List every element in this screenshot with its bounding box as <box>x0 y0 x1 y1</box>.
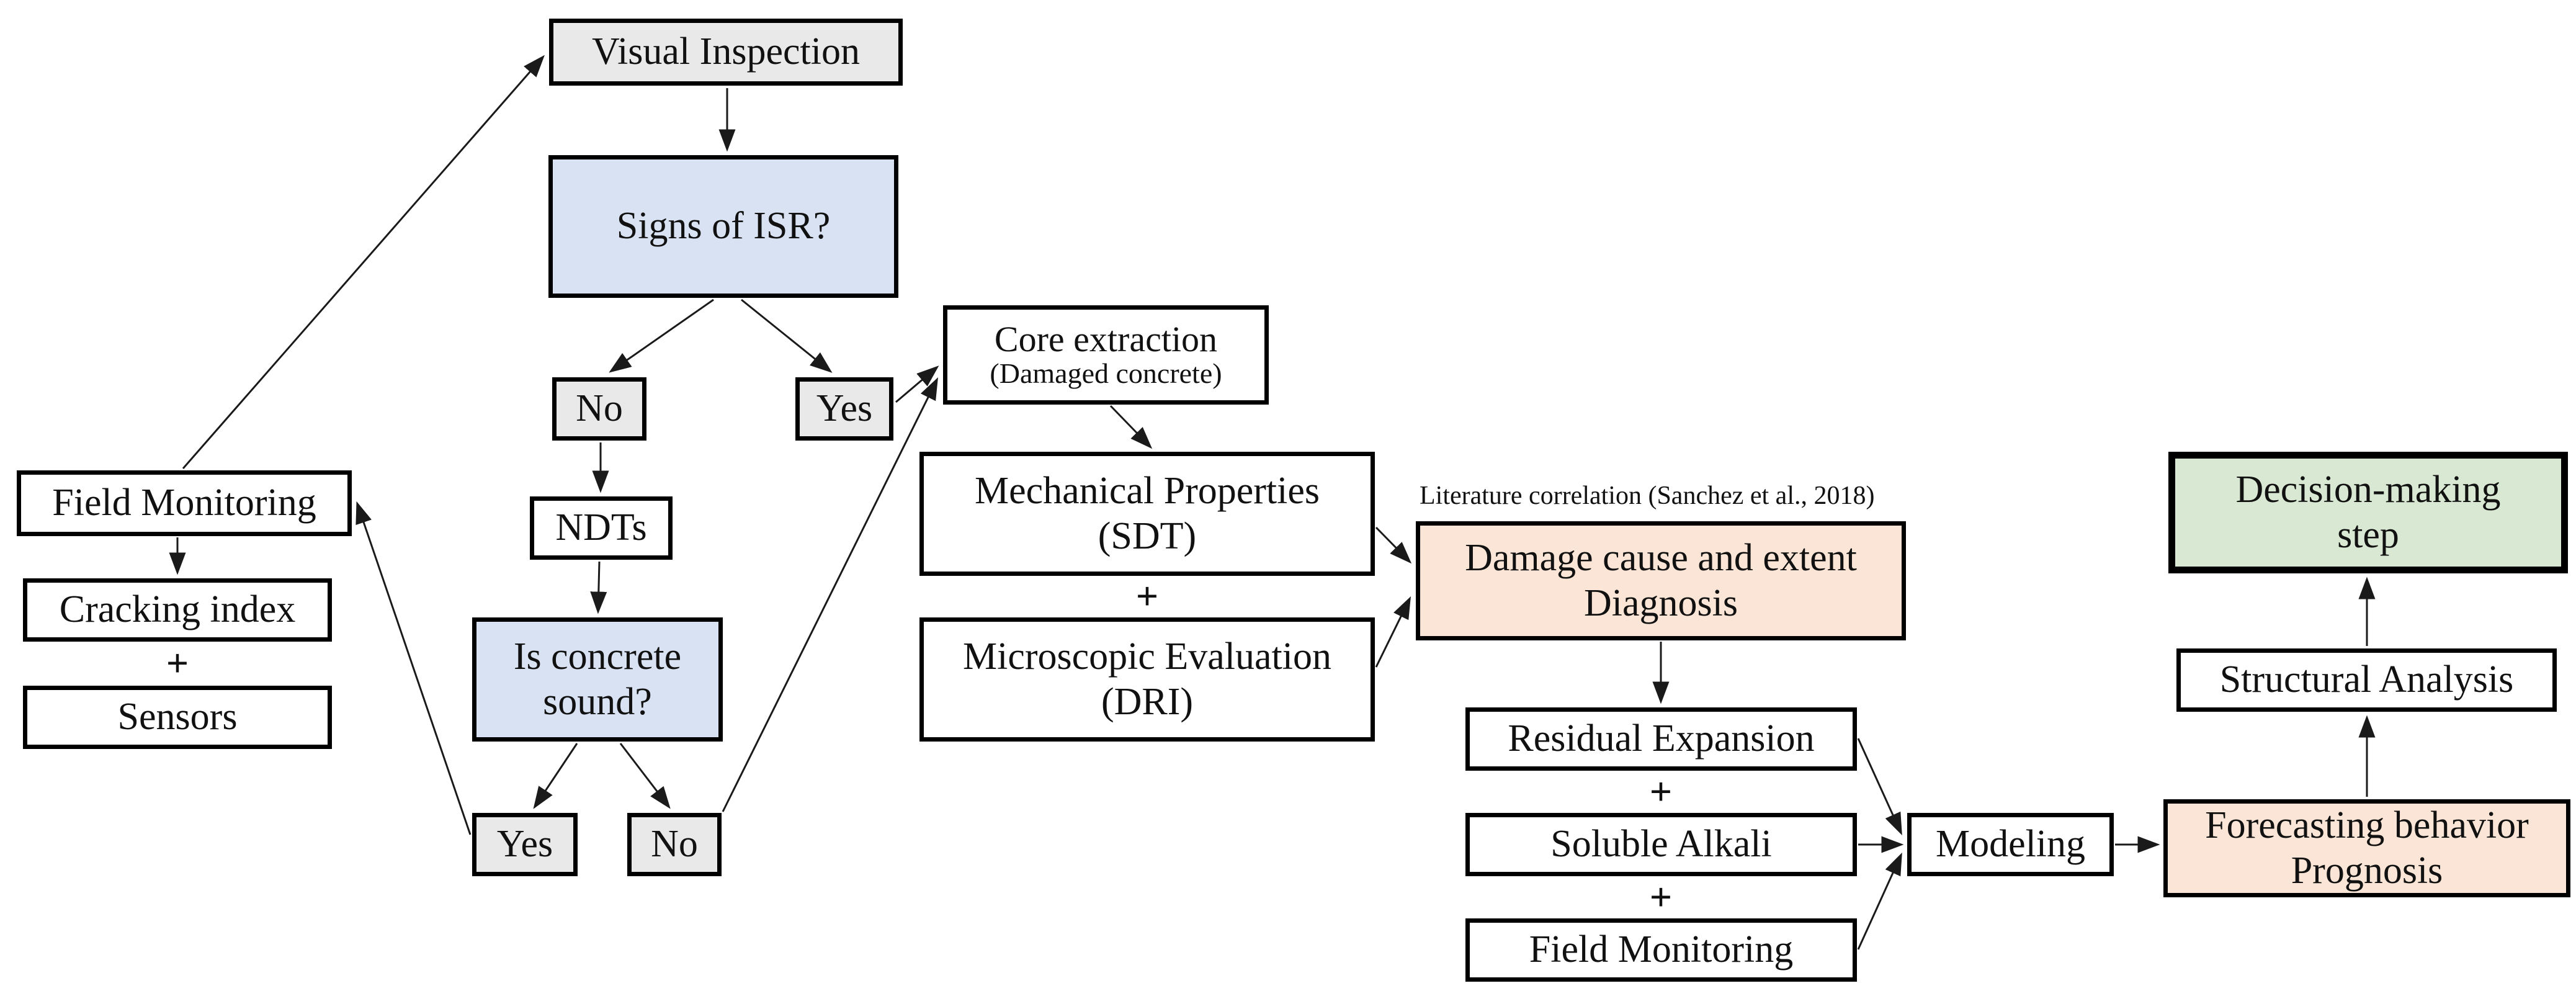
core-extraction-subtitle: (Damaged concrete) <box>990 357 1222 390</box>
yes-branch-box-2: Yes <box>472 813 578 876</box>
forecasting-prognosis-box: Forecasting behavior Prognosis <box>2163 799 2570 897</box>
decision-making-line1: Decision-making <box>2235 468 2501 511</box>
no-branch-box-1: No <box>552 377 646 441</box>
structural-analysis-box: Structural Analysis <box>2176 648 2557 712</box>
residual-expansion-box: Residual Expansion <box>1465 707 1857 771</box>
plus-sign: + <box>1649 769 1673 814</box>
visual-inspection-box: Visual Inspection <box>549 19 903 86</box>
mechanical-properties-box: Mechanical Properties (SDT) <box>919 452 1375 576</box>
is-concrete-sound-decision-box: Is concrete sound? <box>472 617 723 742</box>
plus-sign: + <box>1649 875 1673 919</box>
literature-correlation-note: Literature correlation (Sanchez et al., … <box>1420 482 1875 510</box>
field-monitoring-box: Field Monitoring <box>17 470 352 536</box>
cracking-index-box: Cracking index <box>23 578 332 642</box>
forecasting-prognosis-line2: Prognosis <box>2291 850 2443 892</box>
microscopic-evaluation-line1: Microscopic Evaluation <box>963 635 1331 678</box>
forecasting-prognosis-line1: Forecasting behavior <box>2205 804 2529 846</box>
mechanical-properties-line2: (SDT) <box>1098 515 1197 557</box>
sensors-box: Sensors <box>23 686 332 749</box>
plus-sign: + <box>1135 574 1159 618</box>
soluble-alkali-box: Soluble Alkali <box>1465 813 1857 876</box>
ndts-box: NDTs <box>530 496 673 560</box>
damage-diagnosis-line2: Diagnosis <box>1584 582 1738 624</box>
modeling-box: Modeling <box>1907 813 2114 876</box>
damage-diagnosis-line1: Damage cause and extent <box>1465 536 1857 579</box>
microscopic-evaluation-box: Microscopic Evaluation (DRI) <box>919 617 1375 742</box>
signs-of-isr-decision-box: Signs of ISR? <box>548 155 898 298</box>
damage-diagnosis-box: Damage cause and extent Diagnosis <box>1416 521 1906 640</box>
core-extraction-box: Core extraction (Damaged concrete) <box>943 305 1269 405</box>
plus-sign: + <box>166 641 189 685</box>
mechanical-properties-line1: Mechanical Properties <box>974 469 1320 512</box>
field-monitoring-box-2: Field Monitoring <box>1465 918 1857 982</box>
decision-making-step-box: Decision-making step <box>2168 452 2568 573</box>
microscopic-evaluation-line2: (DRI) <box>1101 681 1194 723</box>
decision-making-line2: step <box>2337 514 2399 556</box>
no-branch-box-2: No <box>627 813 722 876</box>
core-extraction-title: Core extraction <box>994 319 1218 360</box>
yes-branch-box-1: Yes <box>795 377 893 441</box>
